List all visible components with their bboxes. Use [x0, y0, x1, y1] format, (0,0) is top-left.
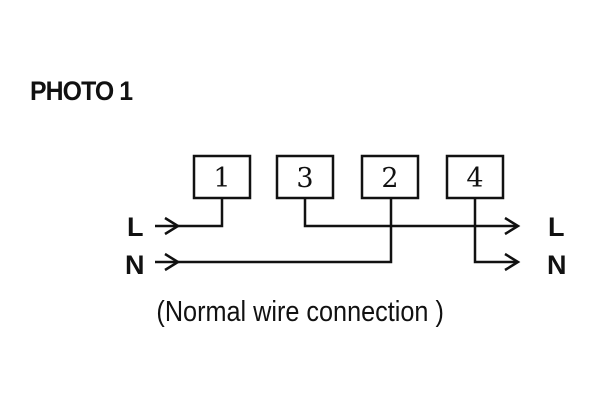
- terminal-label-3: 3: [296, 163, 313, 194]
- input-label-neutral: N: [125, 250, 145, 280]
- arrow-live-in: [164, 216, 181, 236]
- wire-live-in: [155, 198, 224, 228]
- input-label-live: L: [127, 212, 144, 242]
- arrow-neutral-out: [504, 252, 521, 272]
- arrow-live-out: [504, 216, 521, 236]
- terminal-label-2: 2: [381, 163, 398, 194]
- wire-live-out: [303, 198, 518, 228]
- photo-title: PHOTO 1: [30, 76, 133, 106]
- diagram-caption: (Normal wire connection ): [156, 296, 444, 328]
- wire-neutral-in: [155, 198, 393, 264]
- arrow-neutral-in: [164, 252, 181, 272]
- output-label-live: L: [548, 212, 565, 242]
- wire-neutral-out: [473, 198, 518, 264]
- terminal-label-1: 1: [213, 163, 230, 194]
- terminal-label-4: 4: [466, 163, 483, 194]
- output-label-neutral: N: [547, 250, 567, 280]
